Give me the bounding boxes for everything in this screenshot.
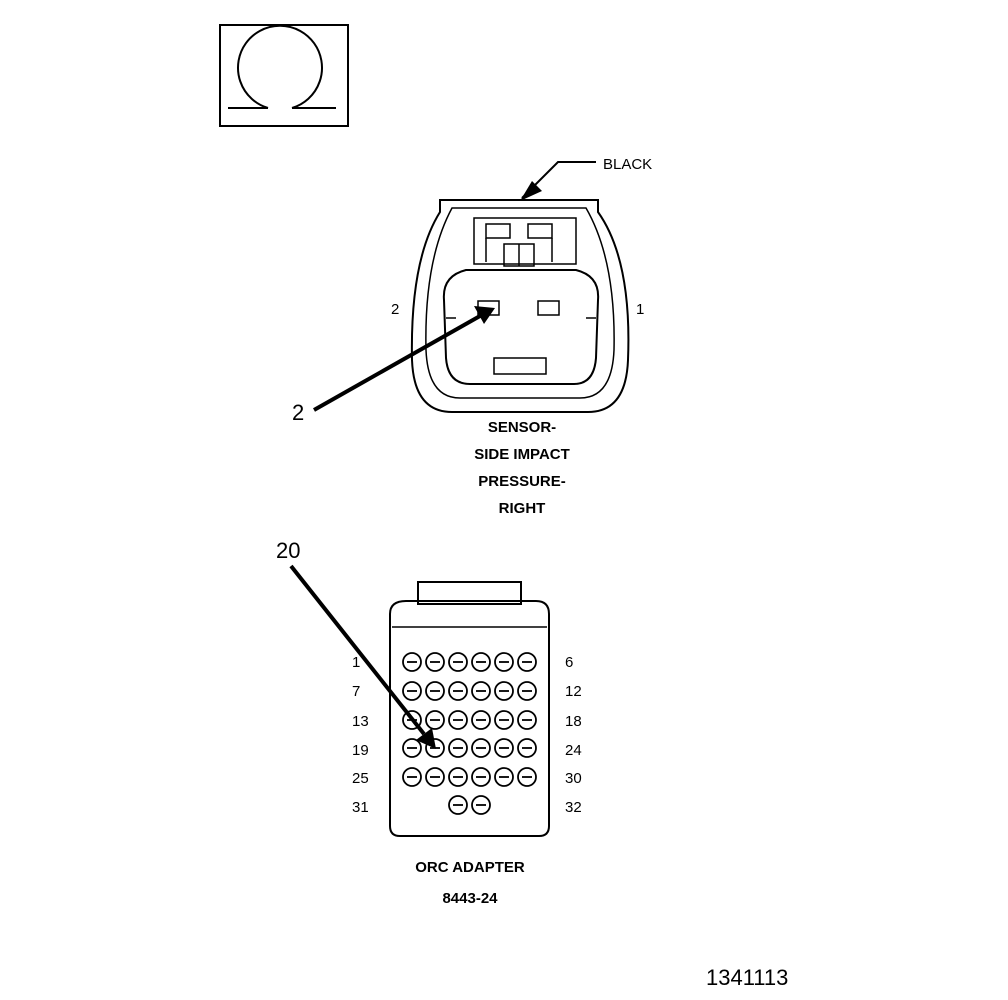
adapter-callout-arrow [289,564,436,749]
adapter-part-number: 8443-24 [442,890,498,907]
figure-id: 1341113 [706,965,788,990]
adapter-pin-22 [471,738,491,758]
adapter-pin-29 [494,767,514,787]
adapter-row-label-left-6: 31 [352,799,369,816]
adapter-pin-19 [402,738,422,758]
sensor-name-line-3: PRESSURE- [478,473,566,490]
sensor-pin-1 [537,300,560,316]
adapter-pin-4 [471,652,491,672]
black-color-leader [520,161,596,201]
adapter-row-label-right-4: 24 [565,742,582,759]
adapter-pin-grid [402,652,537,815]
adapter-pin-31 [448,795,468,815]
adapter-row-label-left-2: 7 [352,683,360,700]
adapter-pin-28 [471,767,491,787]
adapter-pin-25 [402,767,422,787]
sensor-pin-label-right: 1 [636,301,644,318]
adapter-row-label-left-4: 19 [352,742,369,759]
adapter-pin-16 [471,710,491,730]
sensor-name-line-2: SIDE IMPACT [474,446,570,463]
ohm-resistance-icon [219,24,349,127]
adapter-row-label-left-5: 25 [352,770,369,787]
adapter-row-label-right-1: 6 [565,654,573,671]
adapter-row-label-left-3: 13 [352,713,369,730]
adapter-row-label-right-2: 12 [565,683,582,700]
orc-adapter-connector [389,581,550,837]
adapter-pin-15 [448,710,468,730]
adapter-pin-23 [494,738,514,758]
adapter-pin-26 [425,767,445,787]
adapter-callout-number: 20 [276,538,300,563]
sensor-callout-arrow [313,306,495,412]
adapter-pin-10 [471,681,491,701]
connector-color-label: BLACK [603,156,652,173]
sensor-callout-number: 2 [292,400,304,425]
adapter-row-label-right-6: 32 [565,799,582,816]
adapter-row-label-left-1: 1 [352,654,360,671]
adapter-pin-11 [494,681,514,701]
sensor-name-line-4: RIGHT [499,500,546,517]
adapter-pin-7 [402,681,422,701]
adapter-pin-14 [425,710,445,730]
adapter-pin-3 [448,652,468,672]
adapter-name: ORC ADAPTER [415,859,525,876]
adapter-pin-18 [517,710,537,730]
adapter-pin-9 [448,681,468,701]
adapter-pin-27 [448,767,468,787]
adapter-pin-17 [494,710,514,730]
sensor-connector [410,199,630,413]
adapter-row-label-right-3: 18 [565,713,582,730]
adapter-pin-6 [517,652,537,672]
adapter-pin-30 [517,767,537,787]
sensor-pin-label-left: 2 [391,301,399,318]
adapter-pin-12 [517,681,537,701]
adapter-pin-5 [494,652,514,672]
adapter-pin-32 [471,795,491,815]
adapter-pin-8 [425,681,445,701]
sensor-name-line-1: SENSOR- [488,419,556,436]
adapter-pin-2 [425,652,445,672]
adapter-pin-21 [448,738,468,758]
adapter-pin-1 [402,652,422,672]
adapter-pin-24 [517,738,537,758]
adapter-row-label-right-5: 30 [565,770,582,787]
